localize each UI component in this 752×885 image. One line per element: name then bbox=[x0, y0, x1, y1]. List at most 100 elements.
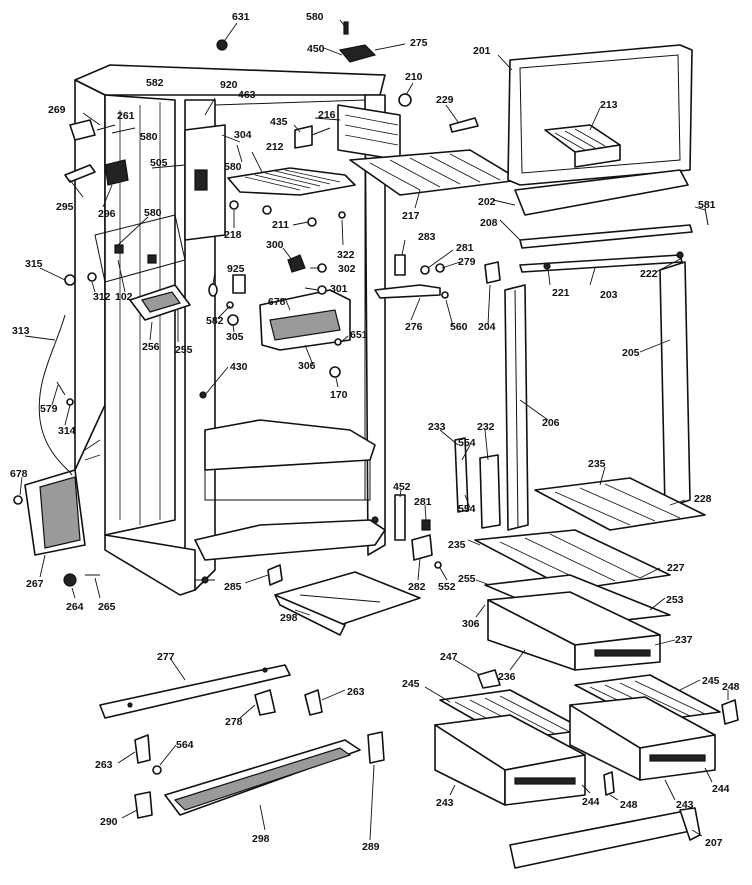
callout-295: 295 bbox=[56, 201, 74, 213]
callout-235: 235 bbox=[588, 458, 606, 470]
callout-216: 216 bbox=[318, 109, 336, 121]
callout-313: 313 bbox=[12, 325, 30, 337]
freezer-door-liner-201 bbox=[507, 44, 693, 216]
callout-463: 463 bbox=[238, 89, 256, 101]
callout-304: 304 bbox=[234, 129, 252, 141]
callout-580: 580 bbox=[140, 131, 158, 143]
cover-256 bbox=[129, 284, 191, 321]
callout-227: 227 bbox=[667, 562, 685, 574]
callout-207: 207 bbox=[705, 837, 723, 849]
callout-301: 301 bbox=[330, 283, 348, 295]
callout-554: 554 bbox=[458, 503, 476, 515]
callout-580: 580 bbox=[306, 11, 324, 23]
shelf-227 bbox=[474, 529, 671, 591]
drain-tube-313 bbox=[38, 314, 73, 476]
callout-925: 925 bbox=[227, 263, 245, 275]
callout-229: 229 bbox=[436, 94, 454, 106]
rail-208 bbox=[519, 224, 693, 249]
callout-582: 582 bbox=[206, 315, 224, 327]
callout-201: 201 bbox=[473, 45, 491, 57]
callout-300: 300 bbox=[266, 239, 284, 251]
callout-211: 211 bbox=[272, 219, 289, 231]
callout-579: 579 bbox=[40, 403, 58, 415]
callout-306: 306 bbox=[462, 618, 480, 630]
callout-244: 244 bbox=[582, 796, 600, 808]
callout-302: 302 bbox=[338, 263, 356, 275]
callout-435: 435 bbox=[270, 116, 288, 128]
callout-labels: 631 580 275 450 201 582 920 210 229 213 … bbox=[10, 11, 740, 853]
callout-678: 678 bbox=[268, 296, 286, 308]
callout-247: 247 bbox=[440, 651, 458, 663]
callout-920: 920 bbox=[220, 79, 238, 91]
callout-279: 279 bbox=[458, 256, 476, 268]
callout-322: 322 bbox=[337, 249, 355, 261]
callout-244: 244 bbox=[712, 783, 730, 795]
callout-263: 263 bbox=[347, 686, 365, 698]
callout-580: 580 bbox=[224, 161, 242, 173]
callout-552: 552 bbox=[438, 581, 456, 593]
callout-228: 228 bbox=[694, 493, 712, 505]
rail-203 bbox=[519, 254, 683, 273]
callout-315: 315 bbox=[25, 258, 43, 270]
callout-210: 210 bbox=[405, 71, 423, 83]
door-strip-206 bbox=[504, 284, 529, 531]
callout-452: 452 bbox=[393, 481, 411, 493]
callout-282: 282 bbox=[408, 581, 426, 593]
callout-261: 261 bbox=[117, 110, 135, 122]
callout-651: 651 bbox=[350, 329, 368, 341]
callout-298: 298 bbox=[252, 833, 270, 845]
callout-203: 203 bbox=[600, 289, 618, 301]
door-bin-207 bbox=[509, 807, 701, 869]
crisper-drawer-243-right bbox=[569, 696, 716, 781]
callout-430: 430 bbox=[230, 361, 248, 373]
callout-277: 277 bbox=[157, 651, 175, 663]
callout-212: 212 bbox=[266, 141, 284, 153]
callout-236: 236 bbox=[498, 671, 516, 683]
callout-253: 253 bbox=[666, 594, 684, 606]
callout-269: 269 bbox=[48, 104, 66, 116]
callout-204: 204 bbox=[478, 321, 496, 333]
callout-305: 305 bbox=[226, 331, 244, 343]
callout-314: 314 bbox=[58, 425, 76, 437]
callout-213: 213 bbox=[600, 99, 618, 111]
small-hardware bbox=[13, 21, 739, 819]
callout-243: 243 bbox=[436, 797, 454, 809]
callout-283: 283 bbox=[418, 231, 436, 243]
callout-256: 256 bbox=[142, 341, 160, 353]
callout-217: 217 bbox=[402, 210, 420, 222]
callout-281: 281 bbox=[414, 496, 432, 508]
callout-255: 255 bbox=[458, 573, 476, 585]
callout-248: 248 bbox=[620, 799, 638, 811]
callout-243: 243 bbox=[676, 799, 694, 811]
callout-275: 275 bbox=[410, 37, 428, 49]
callout-267: 267 bbox=[26, 578, 44, 590]
callout-290: 290 bbox=[100, 816, 118, 828]
callout-264: 264 bbox=[66, 601, 84, 613]
callout-450: 450 bbox=[307, 43, 325, 55]
callout-505: 505 bbox=[150, 157, 168, 169]
callout-281: 281 bbox=[456, 242, 474, 254]
callout-208: 208 bbox=[480, 217, 498, 229]
callout-221: 221 bbox=[552, 287, 570, 299]
callout-631: 631 bbox=[232, 11, 250, 23]
callout-233: 233 bbox=[428, 421, 446, 433]
bottom-brace-277 bbox=[99, 664, 291, 719]
callout-560: 560 bbox=[450, 321, 468, 333]
callout-582: 582 bbox=[146, 77, 164, 89]
callout-678: 678 bbox=[10, 468, 28, 480]
callout-245: 245 bbox=[402, 678, 420, 690]
callout-312: 312 bbox=[93, 291, 111, 303]
control-housing-306 bbox=[259, 289, 351, 351]
callout-235: 235 bbox=[448, 539, 466, 551]
callout-205: 205 bbox=[622, 347, 640, 359]
freezer-shelf-217 bbox=[337, 104, 521, 196]
door-strip-205 bbox=[659, 261, 691, 509]
callout-102: 102 bbox=[115, 291, 133, 303]
mounting-plate-102 bbox=[94, 214, 186, 283]
callout-285: 285 bbox=[224, 581, 242, 593]
callout-206: 206 bbox=[542, 417, 560, 429]
drip-pan-298 bbox=[274, 571, 421, 636]
callout-218: 218 bbox=[224, 229, 242, 241]
crisper-drawer-243-left bbox=[434, 714, 586, 806]
